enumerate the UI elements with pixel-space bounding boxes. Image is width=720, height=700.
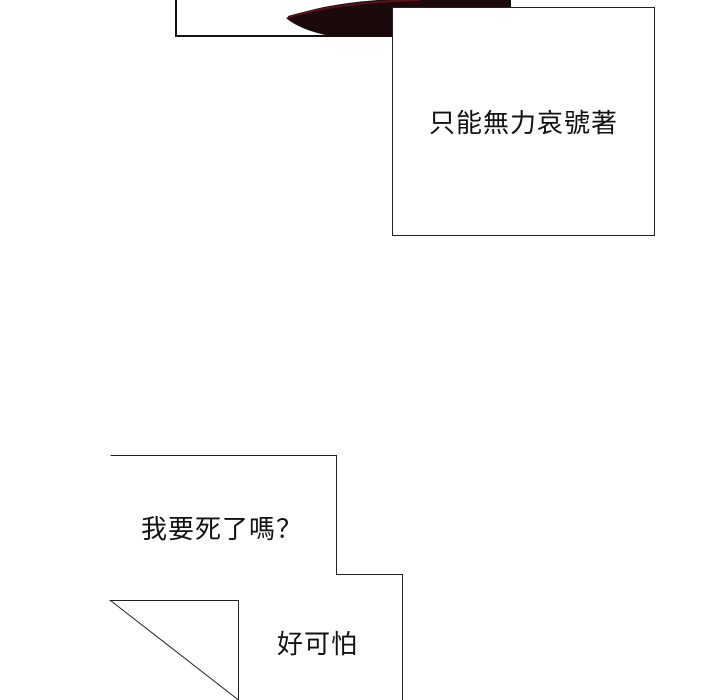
red-highlight-stroke — [287, 0, 421, 18]
lower-caption-text-2: 好可怕 — [277, 630, 359, 660]
upper-caption-text: 只能無力哀號著 — [428, 109, 618, 139]
lower-caption-text-1: 我要死了嗎？ — [141, 515, 304, 545]
lower-caption-outline — [109, 455, 403, 700]
upper-caption-box: 只能無力哀號著 — [392, 7, 655, 236]
